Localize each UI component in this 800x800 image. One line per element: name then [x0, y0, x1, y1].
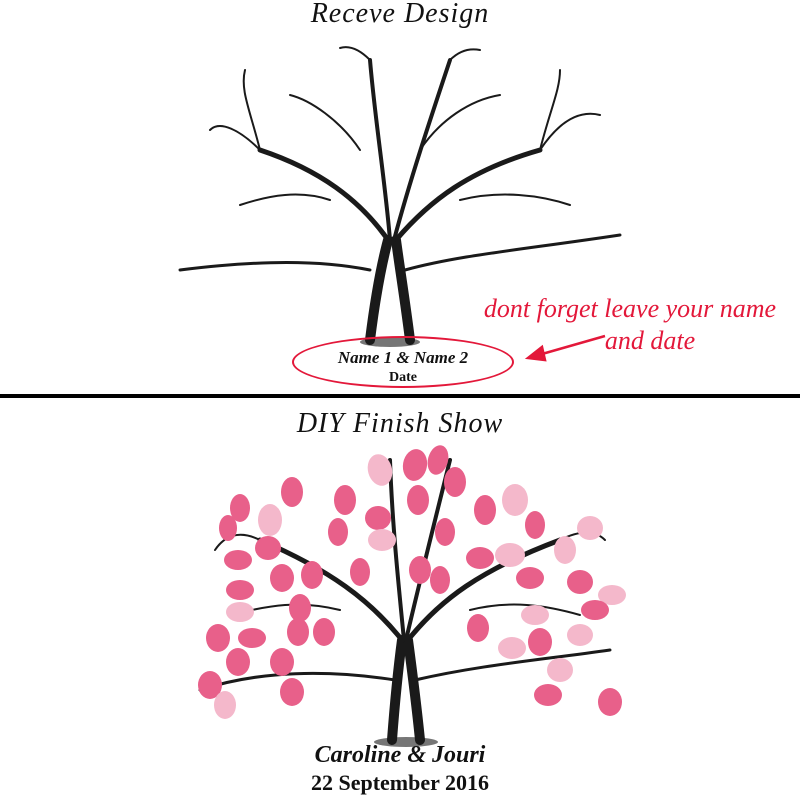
placeholder-date: Date: [389, 370, 417, 385]
section-divider: [0, 394, 800, 398]
placeholder-names: Name 1 & Name 2: [337, 348, 469, 367]
annotation-text-line2: and date: [604, 326, 696, 355]
fingerprint-leaves: [198, 445, 626, 719]
placeholder-oval: [292, 336, 514, 388]
tree-illustration-bottom: [198, 445, 626, 747]
bottom-section-title: DIY Finish Show: [296, 408, 504, 439]
annotation-text-line1: dont forget leave your name: [483, 294, 777, 323]
tree-top-branches: [178, 46, 622, 345]
example-names: Caroline & Jouri: [314, 742, 486, 768]
top-section-title: Receve Design: [310, 0, 490, 29]
annotation-arrow: [524, 334, 606, 362]
example-date: 22 September 2016: [310, 770, 490, 795]
